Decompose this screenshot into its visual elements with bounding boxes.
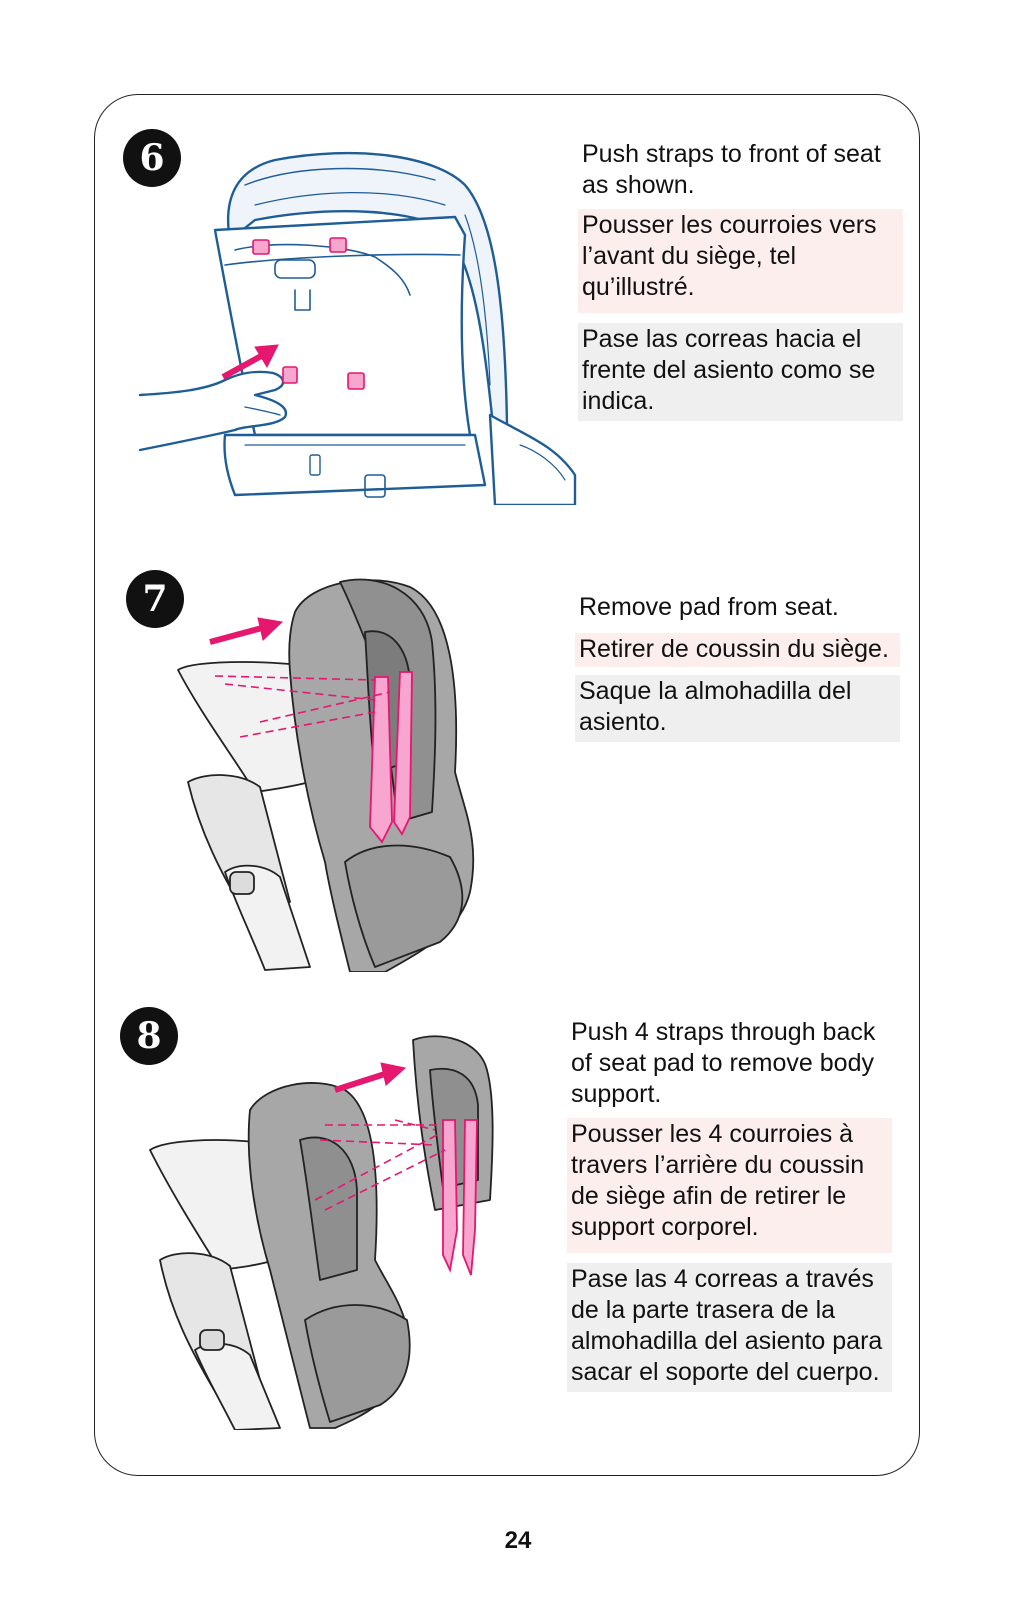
step-7-english: Remove pad from seat. <box>579 593 839 621</box>
step-8-french: Pousser les 4 courroies à travers l’arri… <box>567 1118 892 1253</box>
step-6-badge: 6 <box>123 129 181 187</box>
instruction-frame <box>94 94 920 1476</box>
step-7-text: Remove pad from seat. Retirer de coussin… <box>575 590 900 742</box>
step-8-text: Push 4 straps through back of seat pad t… <box>567 1015 892 1392</box>
step-8-spanish: Pase las 4 correas a través de la parte … <box>567 1263 892 1392</box>
step-6-text: Push straps to front of seat as shown. P… <box>578 137 903 421</box>
step-6-spanish: Pase las correas hacia el frente del asi… <box>578 323 903 421</box>
step-6-french: Pousser les courroies vers l’avant du si… <box>578 209 903 313</box>
step-7-badge: 7 <box>126 570 184 628</box>
step-6-illustration <box>138 151 577 505</box>
step-8-badge: 8 <box>120 1007 178 1065</box>
step-8-illustration <box>149 1035 494 1430</box>
step-7-illustration <box>177 578 475 972</box>
page-number: 24 <box>504 1527 532 1554</box>
step-6-english: Push straps to front of seat as shown. <box>582 140 881 199</box>
step-8-number: 8 <box>136 1015 162 1057</box>
step-7-spanish: Saque la almohadilla del asiento. <box>575 675 900 742</box>
step-8-english: Push 4 straps through back of seat pad t… <box>571 1018 876 1108</box>
step-7-french: Retirer de coussin du siège. <box>575 633 900 667</box>
step-7-number: 7 <box>142 578 168 620</box>
step-6-number: 6 <box>139 137 165 179</box>
